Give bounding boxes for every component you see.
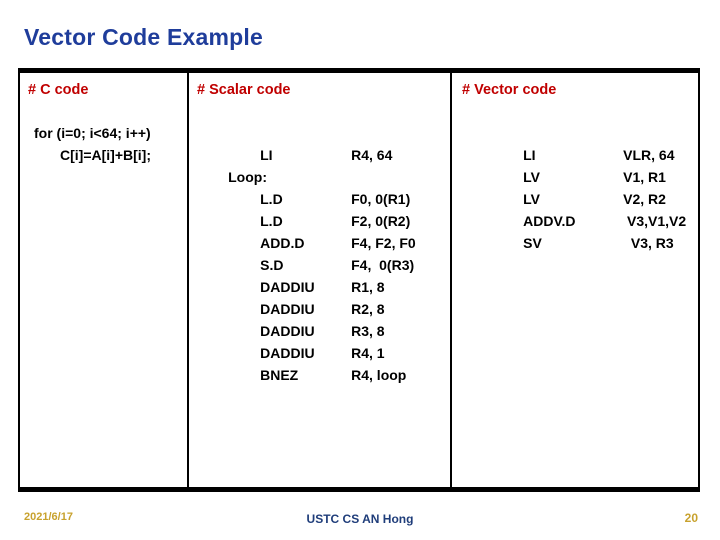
asm-line: Loop: (197, 144, 450, 185)
asm-mnemonic: L.D (260, 191, 283, 207)
asm-mnemonic: LI (260, 147, 273, 163)
asm-mnemonic: S.D (260, 257, 284, 273)
asm-line: DADDIU R4, 1 (197, 320, 450, 361)
asm-line: DADDIU R3, 8 (197, 298, 450, 339)
column-scalar-code: # Scalar code LI R4, 64 Loop: L.D F0, 0(R1… (187, 73, 450, 487)
asm-line: LV V2, R2 (492, 166, 698, 207)
asm-operands: R4, loop (351, 367, 407, 383)
page-title: Vector Code Example (24, 24, 263, 50)
column-header-scalar-code: # Scalar code (197, 82, 291, 98)
asm-mnemonic: LV (523, 169, 540, 185)
asm-line: SV V3, R3 (492, 210, 698, 251)
asm-operands: V1, R1 (623, 169, 666, 185)
column-vector-code: # Vector code LI VLR, 64 LV V1, R1 LV V2, R… (450, 73, 698, 487)
column-header-vector-code: # Vector code (462, 82, 557, 98)
asm-operands: F4, 0(R3) (351, 257, 415, 273)
asm-line: LI VLR, 64 (492, 122, 698, 163)
asm-line: L.D F2, 0(R2) (197, 188, 450, 229)
asm-line: DADDIU R1, 8 (197, 254, 450, 295)
asm-mnemonic: ADD.D (260, 235, 305, 251)
asm-mnemonic: ADDV.D (523, 213, 576, 229)
asm-line: L.D F0, 0(R1) (197, 166, 450, 207)
footer-date: 2021/6/17 (24, 511, 73, 523)
asm-label: Loop: (228, 169, 267, 185)
asm-mnemonic: DADDIU (260, 301, 315, 317)
asm-operands: V3, R3 (623, 235, 674, 251)
asm-line: S.D F4, 0(R3) (197, 232, 450, 273)
c-code-line: C[i]=A[i]+B[i]; (60, 147, 151, 163)
column-c-code: # C code for (i=0; i<64; i++) C[i]=A[i]+… (20, 73, 187, 487)
asm-mnemonic: SV (523, 235, 542, 251)
asm-operands: V3,V1,V2 (623, 213, 687, 229)
asm-operands: R3, 8 (351, 323, 385, 339)
asm-operands: R2, 8 (351, 301, 385, 317)
asm-operands: F4, F2, F0 (351, 235, 416, 251)
asm-mnemonic: LI (523, 147, 536, 163)
c-code-listing: for (i=0; i<64; i++) C[i]=A[i]+B[i]; (20, 122, 187, 166)
asm-mnemonic: L.D (260, 213, 283, 229)
asm-mnemonic: DADDIU (260, 279, 315, 295)
asm-line: BNEZ R4, loop (197, 342, 450, 383)
scalar-code-listing: LI R4, 64 Loop: L.D F0, 0(R1) L.D F2, 0(R2)… (189, 122, 450, 383)
asm-operands: R4, 64 (351, 147, 393, 163)
c-code-line: for (i=0; i<64; i++) (34, 125, 151, 141)
asm-operands: R4, 1 (351, 345, 385, 361)
asm-line: ADD.D F4, F2, F0 (197, 210, 450, 251)
asm-line: LV V1, R1 (492, 144, 698, 185)
asm-operands: R1, 8 (351, 279, 385, 295)
asm-mnemonic: DADDIU (260, 345, 315, 361)
asm-mnemonic: LV (523, 191, 540, 207)
footer-attribution: USTC CS AN Hong (306, 512, 414, 526)
asm-line: DADDIU R2, 8 (197, 276, 450, 317)
asm-line: ADDV.D V3,V1,V2 (492, 188, 698, 229)
asm-line: LI R4, 64 (197, 122, 450, 163)
footer-page-number: 20 (684, 511, 698, 525)
asm-operands: V2, R2 (623, 191, 666, 207)
asm-mnemonic: BNEZ (260, 367, 299, 383)
asm-mnemonic: DADDIU (260, 323, 315, 339)
vector-code-listing: LI VLR, 64 LV V1, R1 LV V2, R2 ADDV.D V3,V1… (452, 122, 698, 251)
asm-operands: VLR, 64 (623, 147, 675, 163)
code-comparison-table: # C code for (i=0; i<64; i++) C[i]=A[i]+… (18, 68, 700, 492)
asm-operands: F2, 0(R2) (351, 213, 411, 229)
asm-operands: F0, 0(R1) (351, 191, 411, 207)
column-header-c-code: # C code (28, 82, 89, 98)
